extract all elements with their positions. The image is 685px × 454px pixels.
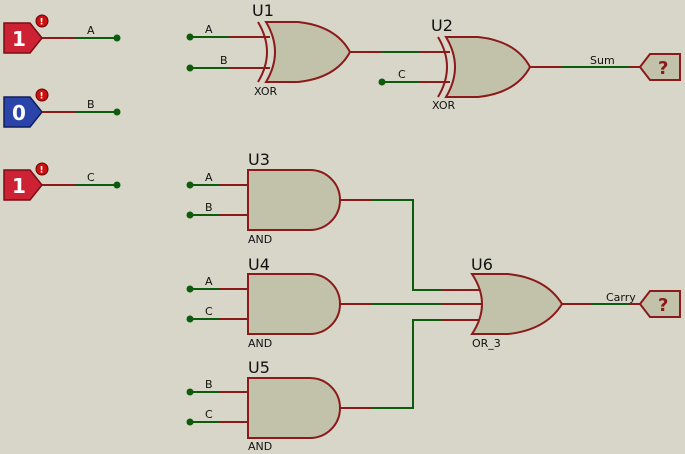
gate-body (247, 169, 341, 231)
gate-u3-and[interactable]: U3 A B AND (186, 150, 373, 246)
gate-reference: U5 (248, 358, 270, 377)
logic-probe-sum[interactable]: ? (638, 53, 681, 81)
pin-net-label: B (220, 54, 228, 67)
logic-input-a[interactable]: 1 ! A (3, 14, 121, 54)
gate-body (470, 273, 564, 335)
net-terminal (378, 78, 386, 86)
pin-net-label: B (205, 378, 213, 391)
gate-u6-or3[interactable]: U6 OR_3 (442, 255, 564, 350)
gate-reference: U2 (431, 16, 453, 35)
logic-state-marker[interactable] (3, 96, 43, 128)
logic-state-value: 1 (12, 174, 26, 198)
gate-type: AND (248, 233, 272, 246)
gate-u4-and[interactable]: U4 A C AND (186, 255, 373, 350)
svg-text:!: ! (40, 92, 44, 102)
net-label: C (87, 171, 95, 184)
toggle-indicator-icon[interactable] (35, 162, 49, 176)
gate-reference: U4 (248, 255, 270, 274)
output-net-label-carry: Carry (606, 291, 636, 304)
gate-reference: U3 (248, 150, 270, 169)
net-terminal (113, 108, 121, 116)
pin-net-label: A (205, 23, 213, 36)
logic-input-c[interactable]: 1 ! C (3, 162, 121, 201)
gate-reference: U6 (471, 255, 493, 274)
pin-net-label: C (205, 408, 213, 421)
net-terminal (113, 181, 121, 189)
gate-u1-xor[interactable]: U1 A B XOR (186, 1, 352, 98)
probe-body (638, 53, 681, 81)
net-terminal (186, 33, 194, 41)
output-net-label-sum: Sum (590, 54, 615, 67)
pin-net-label: C (398, 68, 406, 81)
gate-type: XOR (254, 85, 277, 98)
net-wire-u3-u6 (372, 199, 442, 291)
logic-state-marker[interactable] (3, 169, 43, 201)
pin-net-label: A (205, 275, 213, 288)
gate-reference: U1 (252, 1, 274, 20)
gate-body (247, 273, 341, 335)
net-wire-u5-u6 (372, 319, 442, 409)
gate-u2-xor[interactable]: U2 C XOR (378, 16, 532, 112)
pin-net-label: C (205, 305, 213, 318)
pin-net-label: A (205, 171, 213, 184)
gate-type: AND (248, 440, 272, 453)
gate-type: XOR (432, 99, 455, 112)
probe-body (638, 290, 681, 318)
logic-state-marker[interactable] (3, 22, 43, 54)
gate-body (264, 21, 352, 83)
net-terminal (113, 34, 121, 42)
pin-net-label: B (205, 201, 213, 214)
net-terminal (186, 64, 194, 72)
net-terminal (186, 285, 194, 293)
net-label: B (87, 98, 95, 111)
probe-state: ? (658, 295, 668, 316)
gate-body (444, 36, 532, 98)
net-terminal (186, 388, 194, 396)
net-terminal (186, 315, 194, 323)
net-terminal (186, 181, 194, 189)
toggle-indicator-icon[interactable] (35, 88, 49, 102)
gate-u5-and[interactable]: U5 B C AND (186, 358, 373, 453)
probe-state: ? (658, 58, 668, 79)
xor-back-curve (437, 36, 448, 98)
gate-type: AND (248, 337, 272, 350)
toggle-indicator-icon[interactable] (35, 14, 49, 28)
xor-back-curve (257, 21, 268, 83)
gate-type: OR_3 (472, 337, 501, 350)
logic-state-value: 1 (12, 27, 26, 51)
net-label: A (87, 24, 95, 37)
svg-text:!: ! (40, 166, 44, 176)
gate-body (247, 377, 341, 439)
net-terminal (186, 211, 194, 219)
logic-state-value: 0 (12, 101, 26, 125)
logic-input-b[interactable]: 0 ! B (3, 88, 121, 128)
net-terminal (186, 418, 194, 426)
logic-probe-carry[interactable]: ? (638, 290, 681, 318)
svg-text:!: ! (40, 18, 44, 28)
